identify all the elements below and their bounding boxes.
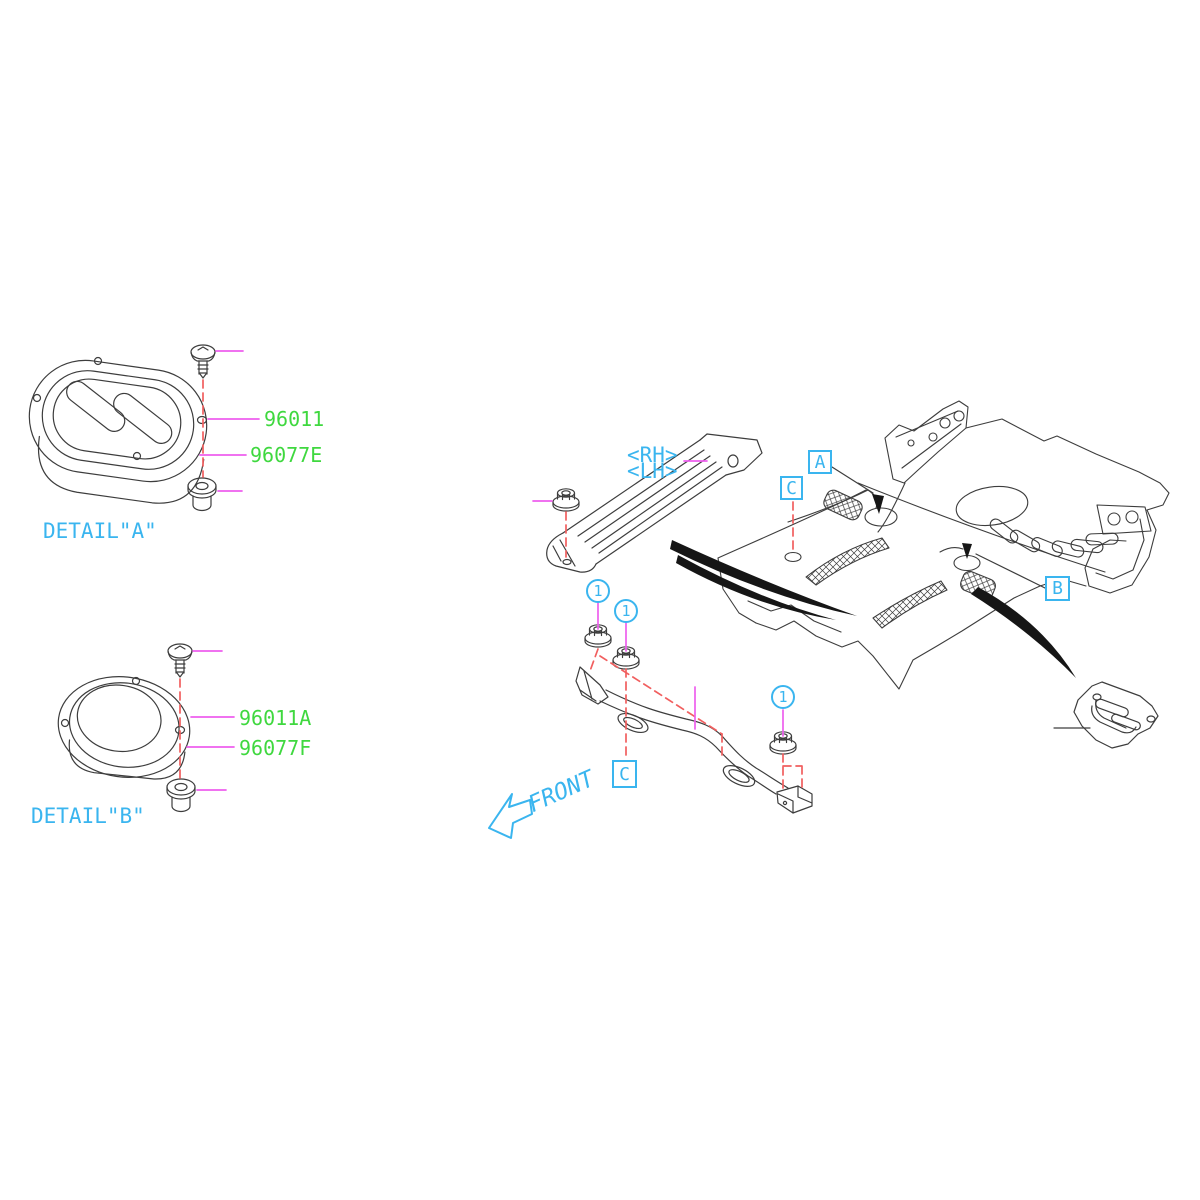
rear-floor-pan-drawing xyxy=(717,400,1170,690)
part-number-plate-b[interactable]: 96011A xyxy=(239,706,312,730)
rear-bracket-drawing xyxy=(1053,681,1159,749)
front-arrow-icon xyxy=(488,793,533,839)
mount-hole-c xyxy=(784,551,802,563)
detail-b-screw xyxy=(167,643,193,678)
side-bracket-leaders xyxy=(532,460,708,502)
fastener-callout-1c[interactable]: 1 xyxy=(771,685,795,709)
detail-b-grommet xyxy=(166,778,196,813)
fastener-callout-1b[interactable]: 1 xyxy=(614,599,638,623)
part-number-plate-a[interactable]: 96011 xyxy=(264,407,325,431)
detail-a-grommet xyxy=(187,477,217,512)
callout-box-a[interactable]: A xyxy=(808,450,832,474)
detail-b-cover-plate xyxy=(57,676,191,778)
insulator-pads-hatched xyxy=(805,489,996,629)
callout-arrow-b xyxy=(962,543,1046,589)
detail-b-caption: DETAIL"B" xyxy=(31,804,145,828)
detail-a-gasket xyxy=(37,435,205,504)
detail-a-caption: DETAIL"A" xyxy=(43,519,157,543)
side-marker-rh: <RH> xyxy=(627,443,678,467)
callout-box-c-upper[interactable]: C xyxy=(780,476,803,500)
side-bracket-drawing xyxy=(546,433,763,573)
support-bar-nuts xyxy=(584,624,797,755)
detail-a-cover-plate xyxy=(28,356,208,483)
callout-arrow-a xyxy=(831,466,884,514)
detail-a-leader-lines xyxy=(199,350,260,492)
side-bracket-nut xyxy=(552,488,580,512)
part-number-gasket-a[interactable]: 96077E xyxy=(250,443,323,467)
support-bar-dashed-lines xyxy=(589,648,803,791)
fastener-callout-1a[interactable]: 1 xyxy=(586,579,610,603)
support-bar-leaders xyxy=(597,602,784,737)
detail-b-gasket xyxy=(68,739,186,780)
pointer-swooshes xyxy=(670,540,1076,678)
detail-b-leader-lines xyxy=(186,650,235,791)
side-marker-lh: <LH> xyxy=(627,459,678,483)
callout-box-c-lower[interactable]: C xyxy=(612,760,637,788)
detail-a-screw xyxy=(190,344,216,379)
mount-hole-a xyxy=(864,507,898,527)
callout-box-b[interactable]: B xyxy=(1045,576,1070,601)
part-number-gasket-b[interactable]: 96077F xyxy=(239,736,312,760)
